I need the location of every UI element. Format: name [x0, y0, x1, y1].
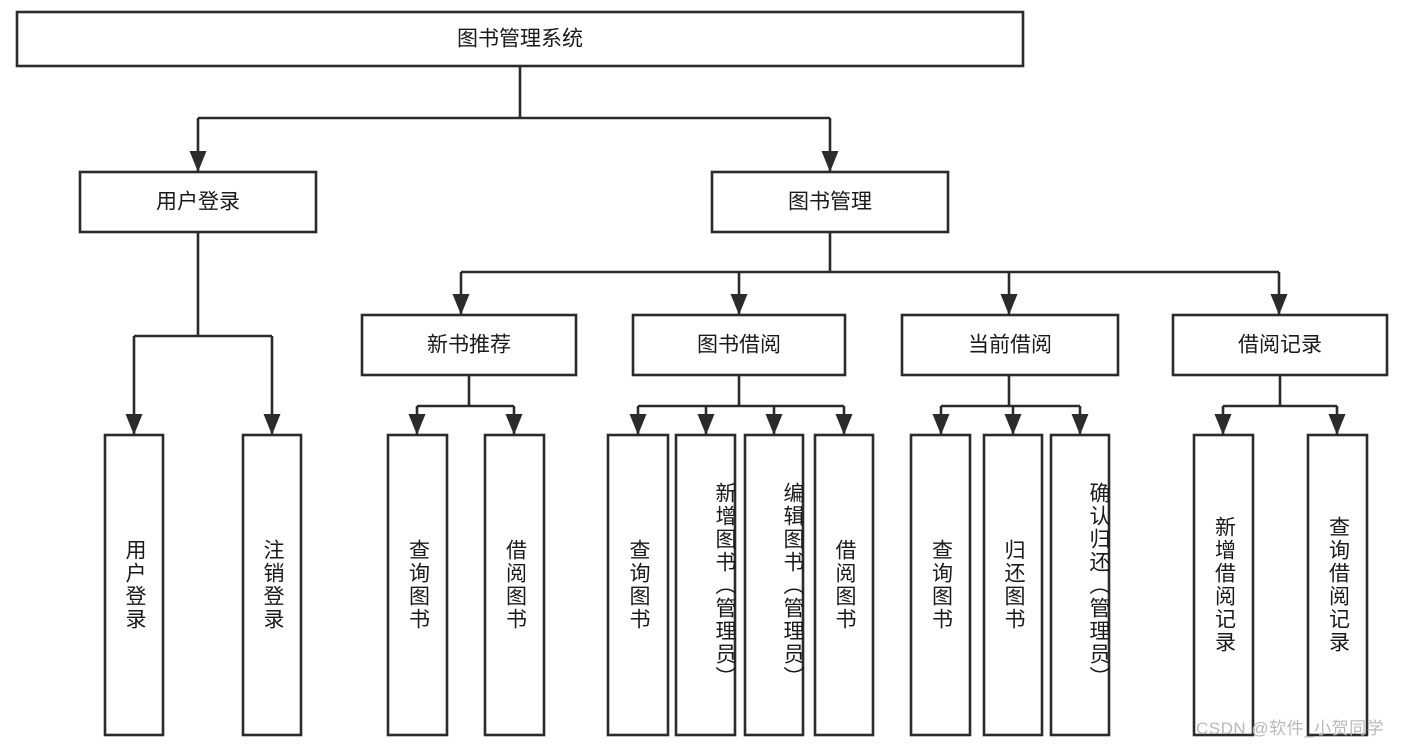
arrow-head-icon: [835, 414, 853, 435]
arrow-head-icon: [125, 414, 143, 435]
arrow-head-icon: [505, 414, 523, 435]
arrow-head-icon: [730, 294, 748, 315]
node-box-leaf-query-book-current[interactable]: [909, 433, 972, 737]
node-box-leaf-add-book[interactable]: [674, 433, 737, 737]
node-box-user-login[interactable]: [78, 170, 318, 234]
node-label-user-login: 用户登录: [156, 191, 240, 214]
node-box-leaf-edit-book[interactable]: [743, 433, 805, 737]
arrow-head-icon: [1270, 294, 1288, 315]
node-box-current-borrow[interactable]: [900, 313, 1120, 377]
arrow-head-icon: [765, 414, 783, 435]
node-box-leaf-borrow-book-rec[interactable]: [483, 433, 546, 737]
node-box-borrow-record[interactable]: [1171, 313, 1389, 377]
arrow-head-icon: [821, 151, 839, 172]
node-box-book-manage[interactable]: [710, 170, 950, 234]
node-box-new-book-recommend[interactable]: [360, 313, 578, 377]
node-box-leaf-add-record[interactable]: [1192, 433, 1255, 737]
arrow-head-icon: [189, 151, 207, 172]
arrow-head-icon: [408, 414, 426, 435]
arrow-head-icon: [452, 294, 470, 315]
arrow-head-icon: [1004, 414, 1022, 435]
arrow-head-icon: [1214, 414, 1232, 435]
arrow-head-icon: [1000, 294, 1018, 315]
node-box-leaf-user-login[interactable]: [103, 433, 165, 737]
node-box-root[interactable]: [15, 10, 1025, 68]
arrow-head-icon: [932, 414, 950, 435]
node-box-leaf-query-book-rec[interactable]: [386, 433, 449, 737]
arrow-head-icon: [1071, 414, 1089, 435]
node-label-borrow-record: 借阅记录: [1238, 334, 1322, 357]
arrow-head-icon: [697, 414, 715, 435]
arrow-head-icon: [1328, 414, 1346, 435]
node-box-layer: [15, 10, 1389, 737]
arrow-head-icon: [629, 414, 647, 435]
node-box-book-borrow[interactable]: [631, 313, 847, 377]
node-label-book-manage: 图书管理: [788, 191, 872, 214]
node-box-leaf-borrow-book[interactable]: [813, 433, 875, 737]
arrow-head-icon: [263, 414, 281, 435]
node-box-leaf-return-book[interactable]: [982, 433, 1044, 737]
node-box-leaf-query-book-borrow[interactable]: [606, 433, 670, 737]
node-label-book-borrow: 图书借阅: [697, 334, 781, 357]
watermark: CSDN @软件_小贺同学: [1196, 719, 1385, 738]
node-box-leaf-confirm-return[interactable]: [1049, 433, 1111, 737]
node-label-root: 图书管理系统: [457, 28, 583, 51]
node-label-new-book-recommend: 新书推荐: [427, 334, 511, 357]
node-label-current-borrow: 当前借阅: [968, 334, 1052, 357]
connector-layer: [125, 66, 1346, 435]
node-box-leaf-query-record[interactable]: [1306, 433, 1369, 737]
node-box-leaf-user-logout[interactable]: [241, 433, 303, 737]
